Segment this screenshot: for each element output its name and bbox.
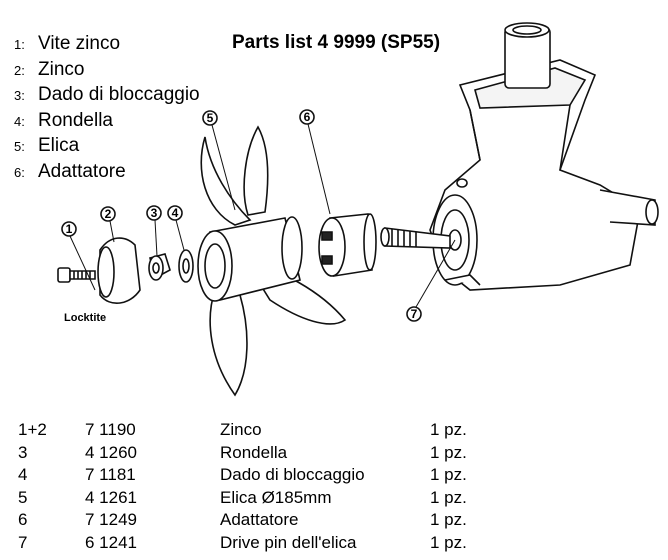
adapter — [318, 213, 377, 277]
qty: 1 pz. — [430, 442, 467, 462]
callout-2: 2 — [100, 206, 116, 222]
legend-num: 3: — [14, 88, 25, 103]
legend-item: 4: Rondella — [14, 110, 200, 136]
legend-num: 2: — [14, 62, 25, 78]
legend-num: 5: — [14, 139, 25, 154]
page-title: Parts list 4 9999 (SP55) — [232, 32, 441, 53]
svg-text:7: 7 — [411, 307, 418, 321]
callout-5: 5 — [202, 110, 218, 126]
code: 7 1181 — [85, 465, 136, 485]
code: 4 1260 — [85, 442, 137, 462]
part-name: Adattatore — [220, 510, 299, 530]
callout-1: 1 — [61, 221, 77, 237]
svg-text:4: 4 — [172, 206, 179, 220]
callout-6: 6 — [299, 109, 315, 125]
part-name: Rondella — [220, 442, 288, 462]
svg-text:3: 3 — [151, 206, 158, 220]
legend-item: 3: Dado di bloccaggio — [14, 84, 200, 110]
legend-label: Vite zinco — [38, 33, 121, 54]
code: 6 1241 — [85, 532, 137, 552]
ref: 6 — [18, 510, 28, 530]
legend-label: Zinco — [38, 58, 85, 80]
svg-text:1: 1 — [66, 222, 73, 236]
ref: 4 — [18, 465, 28, 485]
legend-num: 6: — [14, 164, 25, 180]
locktite-note: Locktite — [64, 312, 107, 324]
legend-item: 6: Adattatore — [14, 161, 200, 187]
parts-legend: 1: Vite zinco 2: Zinco 3: Dado di bloccaggi… — [14, 33, 200, 186]
zinc-anode — [97, 237, 141, 304]
part-name: Elica Ø185mm — [220, 487, 332, 507]
code: 7 1190 — [85, 420, 136, 439]
legend-item: 2: Zinco — [14, 59, 200, 85]
svg-text:5: 5 — [207, 111, 214, 125]
ref: 7 — [18, 532, 28, 552]
ref: 5 — [18, 487, 28, 507]
part-name: Zinco — [220, 420, 262, 439]
code: 4 1261 — [85, 487, 137, 507]
svg-text:6: 6 — [304, 110, 311, 124]
qty: 1 pz. — [430, 420, 467, 439]
qty: 1 pz. — [430, 487, 467, 507]
legend-num: 1: — [14, 37, 25, 52]
qty: 1 pz. — [430, 510, 467, 530]
propeller — [197, 125, 347, 397]
exploded-drawing: 1 2 3 4 5 6 7 — [57, 22, 659, 397]
legend-label: Elica — [38, 135, 80, 156]
legend-item: 1: Vite zinco — [14, 33, 200, 59]
code: 7 1249 — [85, 510, 137, 530]
qty: 1 pz. — [430, 465, 467, 485]
part-name: Dado di bloccaggio — [220, 465, 365, 485]
gearbox-housing — [429, 22, 659, 291]
legend-label: Adattatore — [38, 160, 126, 182]
qty: 1 pz. — [430, 532, 467, 552]
callout-4: 4 — [167, 205, 183, 221]
legend-label: Dado di bloccaggio — [38, 84, 200, 105]
leader-lines — [69, 123, 456, 308]
washer-and-nut — [148, 249, 194, 283]
part-name: Drive pin dell'elica — [220, 532, 357, 552]
legend-item: 5: Elica — [14, 135, 200, 161]
ref: 3 — [18, 442, 28, 462]
callout-3: 3 — [146, 205, 162, 221]
ref: 1+2 — [18, 420, 47, 439]
legend-num: 4: — [14, 113, 25, 129]
callout-7: 7 — [406, 306, 422, 322]
svg-text:2: 2 — [105, 207, 112, 221]
zinc-screw — [57, 267, 96, 283]
legend-label: Rondella — [38, 109, 113, 131]
